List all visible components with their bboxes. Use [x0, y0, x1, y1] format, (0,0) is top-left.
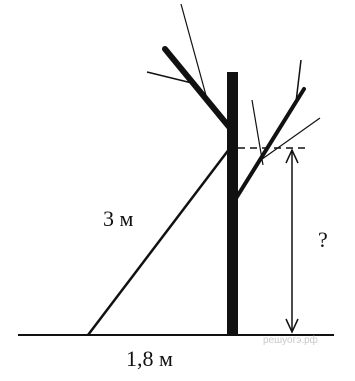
height-arrow-head-bottom: [285, 318, 299, 334]
height-arrow-head-top: [285, 148, 299, 164]
ladder-line: [87, 147, 231, 336]
watermark: решуогэ.рф: [263, 334, 318, 346]
tree-branch-right: [233, 87, 306, 202]
unknown-height-label: ?: [318, 227, 328, 252]
tree-branch-left: [162, 46, 233, 131]
tree-twig: [295, 59, 302, 103]
tree-twig: [257, 117, 321, 163]
slope-length-label: 3 м: [103, 206, 134, 231]
tree-trunk: [227, 72, 238, 336]
tree-twig: [180, 3, 208, 100]
tree-twig: [146, 71, 197, 85]
ground-distance-label: 1,8 м: [126, 346, 173, 371]
tree-twig: [251, 99, 264, 166]
